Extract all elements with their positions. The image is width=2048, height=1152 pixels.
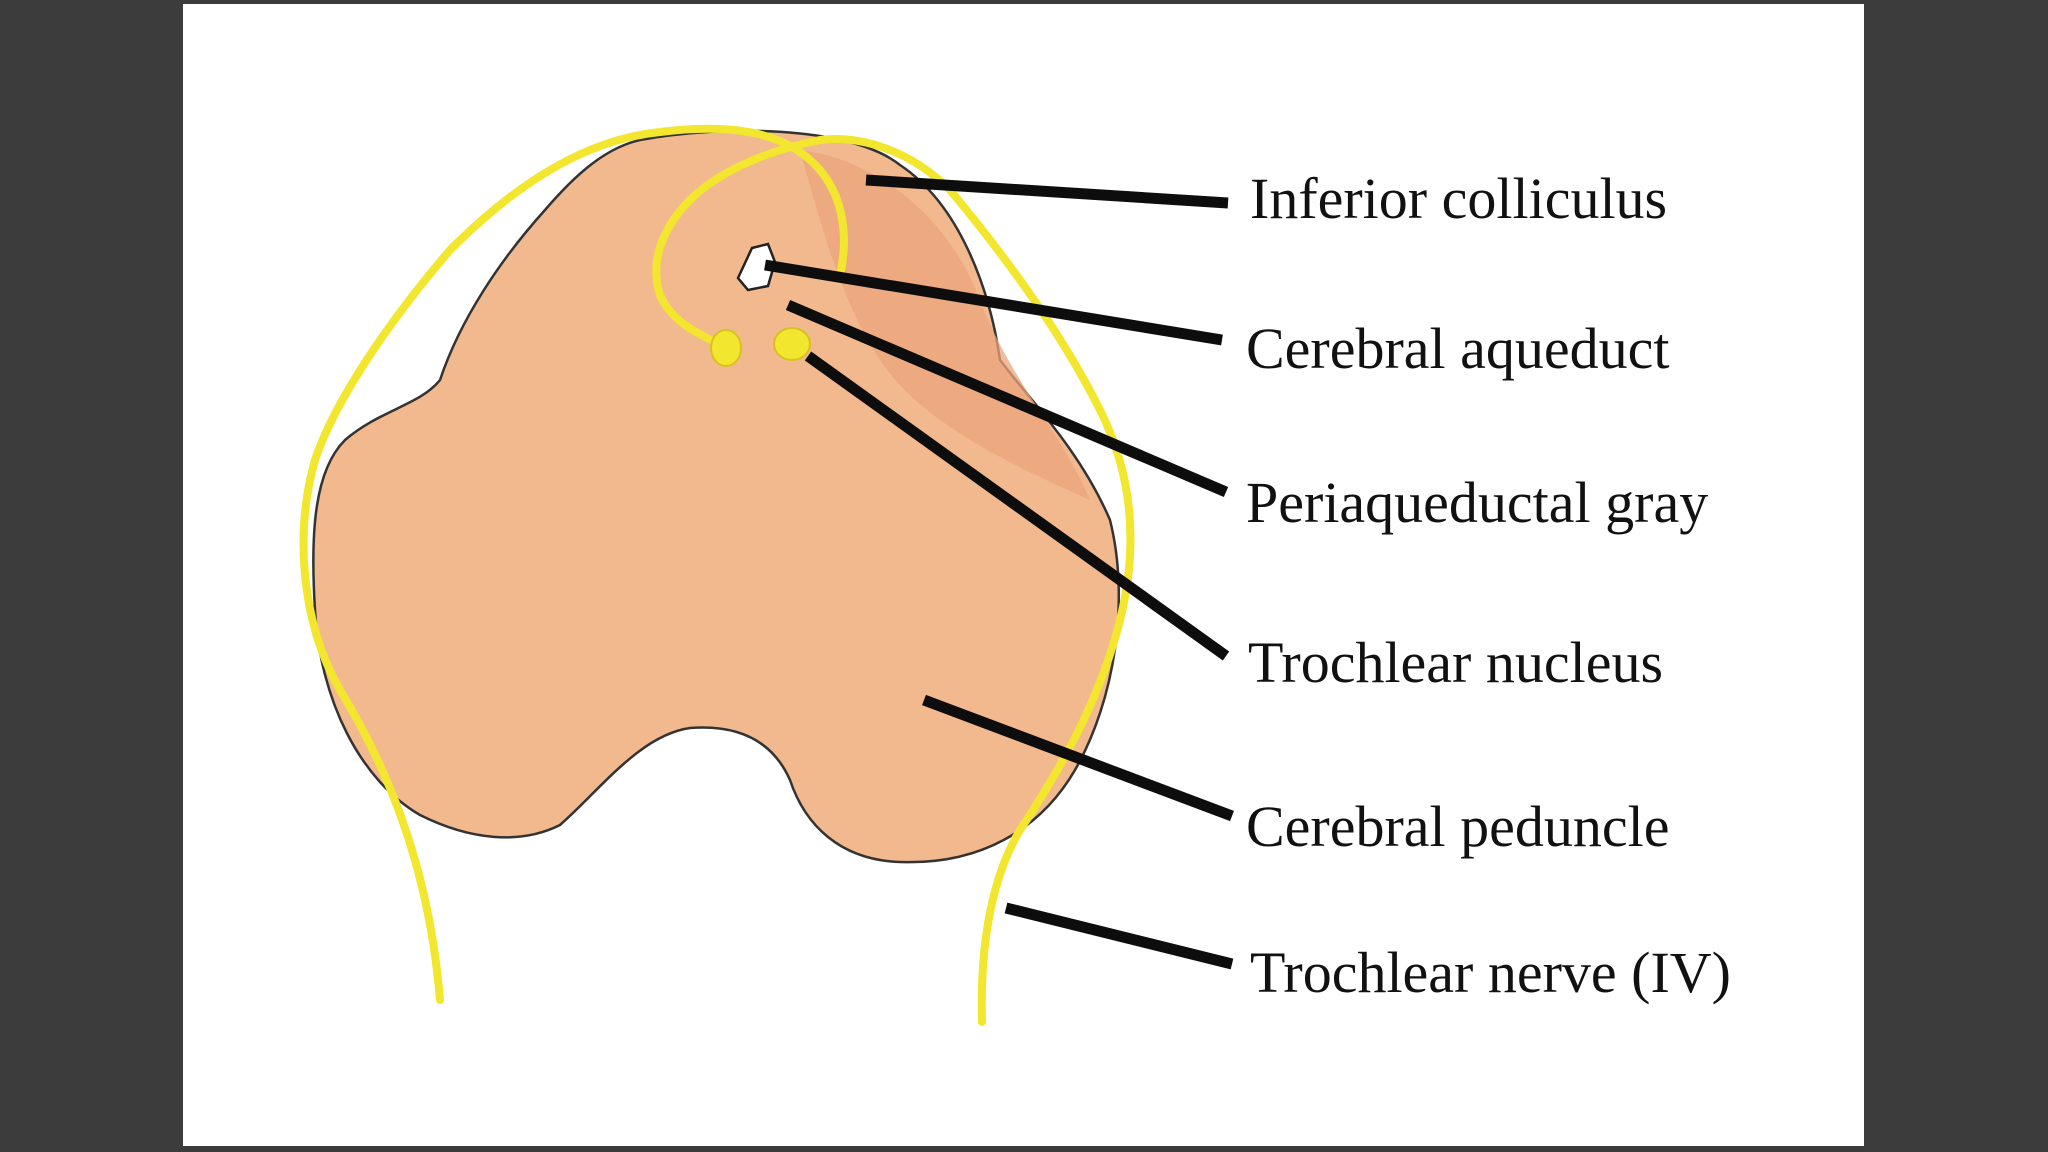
label-trochlear-nucleus: Trochlear nucleus <box>1248 630 1663 695</box>
leader-periaqueductal-gray <box>785 299 1229 498</box>
midbrain-shading <box>800 150 1090 500</box>
leader-cerebral-peduncle <box>922 694 1234 822</box>
cerebral-aqueduct-shape <box>736 242 777 292</box>
label-cerebral-peduncle: Cerebral peduncle <box>1246 794 1670 859</box>
label-cerebral-aqueduct: Cerebral aqueduct <box>1246 316 1670 381</box>
label-periaqueductal-gray: Periaqueductal gray <box>1246 470 1708 535</box>
leader-cerebral-aqueduct <box>764 259 1223 346</box>
leader-trochlear-nucleus <box>804 351 1230 661</box>
trochlear-nucleus-left <box>710 329 742 367</box>
trochlear-nucleus-right <box>773 327 811 361</box>
leader-inferior-colliculus <box>865 174 1229 209</box>
label-inferior-colliculus: Inferior colliculus <box>1250 166 1667 231</box>
leader-trochlear-nerve <box>1004 902 1234 970</box>
label-trochlear-nerve: Trochlear nerve (IV) <box>1250 940 1731 1005</box>
trochlear-nerve-right <box>652 135 1135 1026</box>
